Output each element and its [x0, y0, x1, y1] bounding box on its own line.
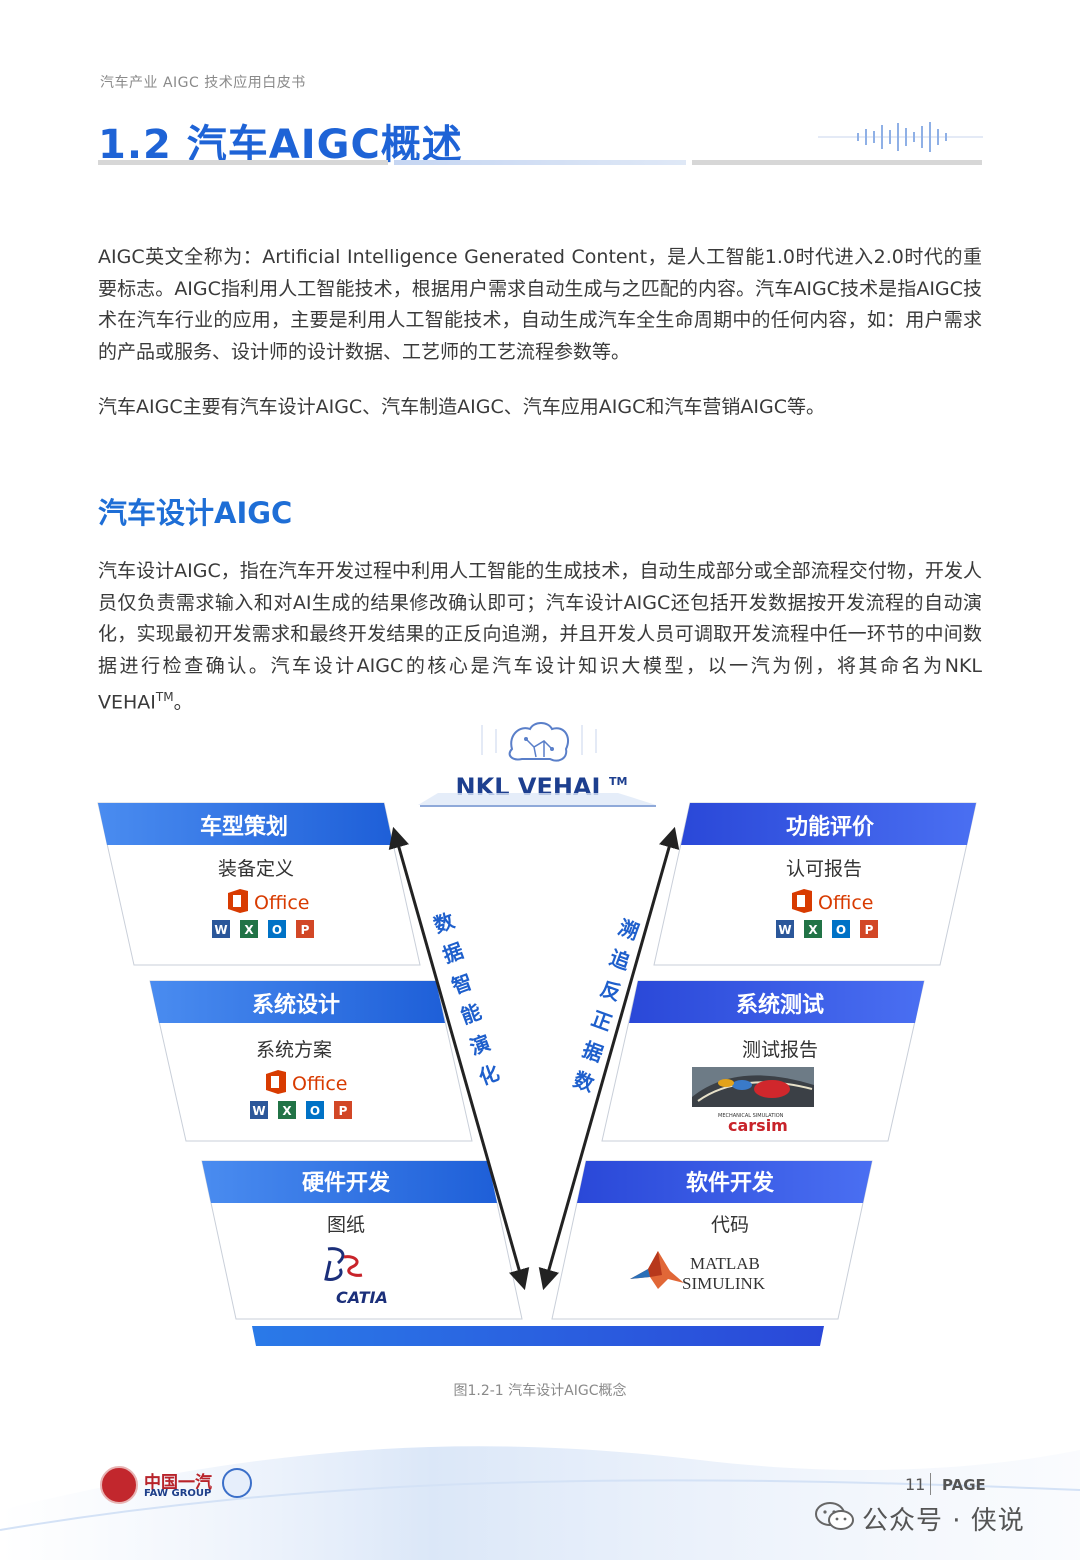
model-trademark: TM — [609, 775, 627, 788]
document-header-title: 汽车产业 AIGC 技术应用白皮书 — [100, 75, 306, 91]
brain-icon — [508, 722, 570, 762]
svg-text:数: 数 — [431, 908, 459, 938]
waveform-decoration — [818, 122, 983, 152]
svg-text:carsim: carsim — [728, 1116, 788, 1135]
figure-caption: 图1.2-1 汽车设计AIGC概念 — [453, 1383, 627, 1399]
svg-text:MATLAB: MATLAB — [690, 1254, 760, 1273]
svg-text:W: W — [252, 1104, 265, 1118]
svg-text:追: 追 — [606, 945, 633, 974]
trademark-mark: TM — [155, 690, 174, 704]
svg-text:O: O — [310, 1104, 320, 1118]
svg-text:CATIA: CATIA — [336, 1288, 388, 1307]
vmodel-diagram: NKL VEHAI TM 车型策划 装备定义 Office W X O P 系统… — [97, 722, 977, 1346]
svg-text:车型策划: 车型策划 — [200, 814, 288, 840]
svg-text:能: 能 — [458, 999, 485, 1028]
office-app-icons: W X O P — [212, 920, 314, 938]
svg-text:据: 据 — [579, 1037, 606, 1066]
right-bidirectional-arrow — [538, 826, 680, 1291]
title-underline-right — [692, 160, 982, 165]
svg-text:代码: 代码 — [711, 1214, 749, 1236]
svg-text:系统方案: 系统方案 — [256, 1039, 332, 1061]
subsection-title: 汽车设计AIGC — [98, 496, 293, 530]
svg-text:X: X — [244, 923, 254, 937]
wechat-watermark: 公众号 · 侠说 — [862, 1506, 1025, 1536]
svg-text:O: O — [836, 923, 846, 937]
svg-text:Office: Office — [818, 892, 873, 914]
title-underline-middle — [394, 160, 686, 165]
wechat-icon — [815, 1502, 854, 1530]
title-underline-left — [98, 160, 388, 165]
svg-text:SIMULINK: SIMULINK — [682, 1274, 766, 1293]
svg-text:智: 智 — [449, 969, 476, 998]
svg-text:硬件开发: 硬件开发 — [302, 1170, 391, 1196]
svg-text:系统设计: 系统设计 — [252, 992, 340, 1018]
office-logo: Office — [266, 1070, 347, 1095]
categories-paragraph: 汽车AIGC主要有汽车设计AIGC、汽车制造AIGC、汽车应用AIGC和汽车营销… — [98, 396, 825, 418]
svg-text:W: W — [214, 923, 227, 937]
svg-text:数: 数 — [570, 1067, 598, 1097]
svg-text:O: O — [272, 923, 282, 937]
office-app-icons: W X O P — [776, 920, 878, 938]
svg-text:据: 据 — [440, 938, 467, 967]
svg-text:图纸: 图纸 — [327, 1214, 365, 1236]
bottom-base-bar — [252, 1326, 824, 1346]
svg-text:认可报告: 认可报告 — [786, 858, 862, 880]
stage-hardware-development: 硬件开发 图纸 CATIA — [201, 1160, 523, 1320]
faw-logo-text: 中国一汽 — [144, 1473, 212, 1493]
svg-text:Office: Office — [292, 1073, 347, 1095]
svg-text:W: W — [778, 923, 791, 937]
svg-text:系统测试: 系统测试 — [736, 992, 824, 1018]
stage-system-design: 系统设计 系统方案 Office W X O P — [149, 980, 473, 1142]
svg-text:化: 化 — [476, 1060, 503, 1089]
faw-logo-english: FAW GROUP — [144, 1488, 212, 1499]
page-divider — [930, 1473, 931, 1495]
svg-text:功能评价: 功能评价 — [786, 814, 875, 840]
svg-text:X: X — [282, 1104, 292, 1118]
stage-function-evaluation: 功能评价 认可报告 Office W X O P — [653, 802, 977, 966]
svg-text:P: P — [301, 923, 310, 937]
svg-text:X: X — [808, 923, 818, 937]
svg-text:软件开发: 软件开发 — [686, 1170, 775, 1196]
office-logo: Office — [228, 889, 309, 914]
svg-text:P: P — [865, 923, 874, 937]
faw-emblem-logo — [222, 1468, 252, 1498]
svg-text:反: 反 — [597, 976, 624, 1005]
intro-paragraph: AIGC英文全称为：Artificial Intelligence Genera… — [98, 246, 982, 363]
catia-logo: CATIA — [324, 1247, 388, 1307]
svg-text:MECHANICAL SIMULATION: MECHANICAL SIMULATION — [718, 1113, 784, 1119]
svg-text:Office: Office — [254, 892, 309, 914]
stage-vehicle-planning: 车型策划 装备定义 Office W X O P — [97, 802, 421, 966]
svg-text:正: 正 — [588, 1006, 615, 1035]
footer-wave-background — [0, 1446, 1080, 1560]
svg-text:溯: 溯 — [615, 915, 642, 944]
design-aigc-paragraph: 汽车设计AIGC，指在汽车开发过程中利用人工智能的生成技术，自动生成部分或全部流… — [98, 560, 982, 714]
svg-text:演: 演 — [467, 1030, 494, 1059]
page-label: PAGE — [942, 1476, 986, 1494]
svg-text:P: P — [339, 1104, 348, 1118]
office-logo: Office — [792, 889, 873, 914]
left-bidirectional-arrow — [388, 826, 530, 1291]
stage-system-test: 系统测试 测试报告 MECHANICAL SIMULATION carsim — [601, 980, 925, 1142]
carsim-logo: MECHANICAL SIMULATION carsim — [692, 1067, 814, 1135]
office-app-icons: W X O P — [250, 1101, 352, 1119]
svg-text:测试报告: 测试报告 — [742, 1039, 818, 1061]
svg-text:装备定义: 装备定义 — [218, 858, 294, 880]
page-number: 11 — [905, 1475, 926, 1494]
faw-seal-logo — [100, 1466, 138, 1504]
stage-software-development: 软件开发 代码 MATLAB SIMULINK — [551, 1160, 873, 1320]
